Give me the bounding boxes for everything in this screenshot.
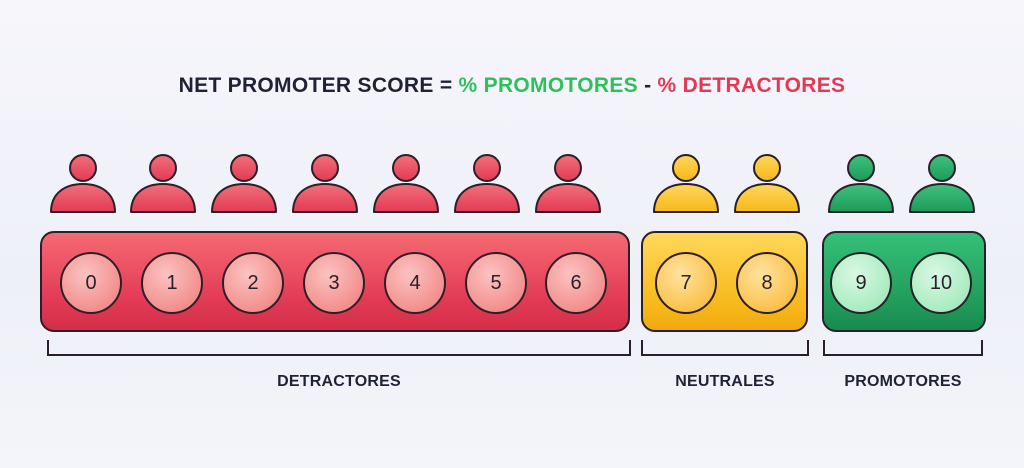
promoters-bracket	[823, 340, 983, 356]
nps-formula: NET PROMOTER SCORE = % PROMOTORES - % DE…	[0, 74, 1024, 98]
score-circle: 10	[910, 252, 972, 314]
formula-promoters: % PROMOTORES	[458, 74, 638, 97]
neutrals-bracket	[641, 340, 809, 356]
user-icon	[826, 150, 896, 214]
user-icon	[209, 150, 279, 214]
score-circle: 8	[736, 252, 798, 314]
formula-minus: -	[637, 74, 658, 97]
score-circle: 0	[60, 252, 122, 314]
user-icon	[290, 150, 360, 214]
user-icon	[452, 150, 522, 214]
formula-prefix: NET PROMOTER SCORE =	[178, 74, 459, 97]
detractors-label: DETRACTORES	[277, 373, 401, 390]
score-circle: 3	[303, 252, 365, 314]
score-circle: 7	[655, 252, 717, 314]
promoters-label: PROMOTORES	[844, 373, 962, 390]
score-circle: 6	[545, 252, 607, 314]
score-circle: 2	[222, 252, 284, 314]
score-circle: 4	[384, 252, 446, 314]
formula-detractors: % DETRACTORES	[657, 74, 846, 97]
user-icon	[732, 150, 802, 214]
score-circle: 5	[465, 252, 527, 314]
user-icon	[651, 150, 721, 214]
score-circle: 9	[830, 252, 892, 314]
user-icon	[371, 150, 441, 214]
user-icon	[128, 150, 198, 214]
score-circle: 1	[141, 252, 203, 314]
detractors-bracket	[47, 340, 631, 356]
user-icon	[533, 150, 603, 214]
neutrals-label: NEUTRALES	[675, 373, 775, 390]
user-icon	[48, 150, 118, 214]
user-icon	[907, 150, 977, 214]
person-icons-row	[0, 150, 1024, 220]
